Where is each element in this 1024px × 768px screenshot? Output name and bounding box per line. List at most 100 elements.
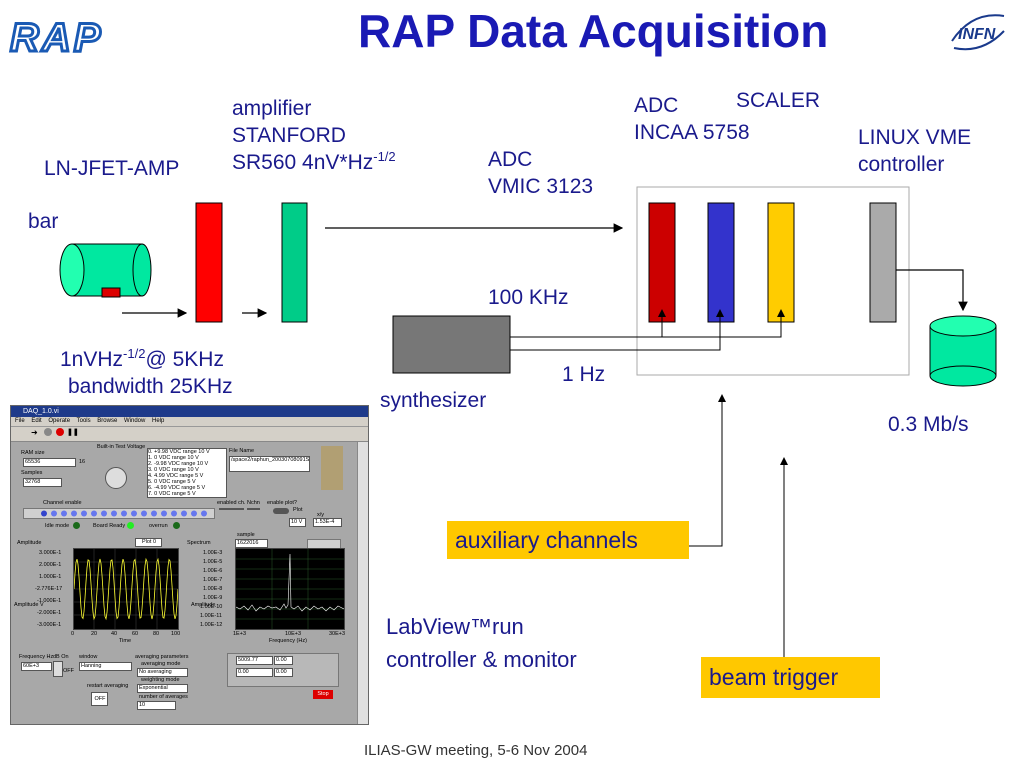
lv-menu-edit[interactable]: Edit bbox=[31, 418, 42, 424]
lv-menu-operate[interactable]: Operate bbox=[48, 418, 71, 424]
amplifier-label-line2: STANFORD bbox=[232, 124, 346, 147]
spec-ytick: 1.00E-6 bbox=[203, 568, 223, 574]
channel-led bbox=[201, 510, 207, 517]
db-off-label: OFF bbox=[63, 668, 74, 674]
cursor-x-field[interactable]: 5009.77 bbox=[236, 656, 273, 665]
lv-menu-tools[interactable]: Tools bbox=[76, 418, 91, 424]
bar-label: bar bbox=[28, 210, 59, 233]
channel-led bbox=[71, 510, 77, 517]
labview-label-line2: controller & monitor bbox=[386, 647, 577, 672]
spectrum-plot bbox=[235, 548, 345, 630]
abort-icon[interactable] bbox=[56, 428, 64, 436]
cursor2-x-field[interactable]: 0.00 bbox=[236, 668, 273, 677]
adc-vmic-label: ADC VMIC 3123 bbox=[488, 146, 593, 200]
frequency-field[interactable]: 60E+3 bbox=[21, 662, 52, 671]
plot-toggle-label: Plot bbox=[293, 507, 303, 513]
amp-ytick: -2.776E-17 bbox=[35, 586, 63, 592]
avg-mode-label: averaging mode bbox=[141, 661, 181, 667]
bar-cylinder bbox=[59, 243, 152, 298]
channel-led bbox=[91, 510, 97, 517]
spec-xtick: 10E+3 bbox=[285, 631, 302, 637]
amplitude-plot bbox=[73, 548, 179, 630]
labview-label: LabView™run controller & monitor bbox=[386, 610, 577, 676]
noise-label-line2: bandwidth 25KHz bbox=[68, 375, 233, 398]
weighting-select[interactable]: Exponential bbox=[137, 684, 188, 693]
adc-incaa-label: ADC INCAA 5758 bbox=[634, 92, 750, 146]
db-toggle[interactable] bbox=[53, 661, 63, 677]
ram-size-field[interactable]: 65536 bbox=[23, 458, 76, 467]
spec-ytick: 1.00E-5 bbox=[203, 559, 223, 565]
adc-incaa-block bbox=[707, 202, 735, 323]
weighting-label: weighting mode bbox=[141, 677, 180, 683]
run-continuous-icon[interactable] bbox=[44, 428, 52, 436]
amp-ytick: -1.000E-1 bbox=[37, 598, 62, 604]
labview-menubar: File Edit Operate Tools Browse Window He… bbox=[11, 417, 368, 427]
nchn-field[interactable] bbox=[247, 508, 260, 510]
lv-menu-help[interactable]: Help bbox=[152, 418, 165, 424]
xy-field[interactable]: 1.53E-4 bbox=[313, 518, 342, 527]
spec-xtick: 30E+3 bbox=[329, 631, 346, 637]
avg-mode-select[interactable]: No averaging bbox=[137, 668, 188, 677]
stop-button[interactable]: Stop bbox=[313, 690, 333, 699]
spectrum-trace bbox=[235, 553, 345, 612]
samples-field[interactable]: 32768 bbox=[23, 478, 62, 487]
voltage-range-list[interactable]: 0. +9.98 VDC range 10 V 1. 0 VDC range 1… bbox=[147, 448, 227, 498]
cursor-y-field[interactable]: 0.00 bbox=[274, 656, 293, 665]
cursor2-y-field[interactable]: 0.00 bbox=[274, 668, 293, 677]
infn-logo-text: INFN bbox=[958, 26, 996, 43]
run-arrow-icon[interactable]: ➜ bbox=[31, 428, 38, 437]
linux-vme-label-line1: LINUX VME bbox=[858, 126, 972, 149]
amp-xtick: 60 bbox=[132, 631, 139, 637]
range-item-7: 7. 0 VDC range 5 V bbox=[148, 491, 196, 497]
adc-vmic-block bbox=[648, 202, 676, 323]
scaler-label: SCALER bbox=[736, 89, 821, 112]
labview-scrollbar[interactable] bbox=[357, 442, 368, 724]
spectrum-graph-title: Spectrum bbox=[187, 540, 211, 546]
channel-led bbox=[51, 510, 57, 517]
jfet-amp-block bbox=[195, 202, 223, 323]
amp-xtick: 40 bbox=[111, 631, 118, 637]
restart-avg-button[interactable]: OFF bbox=[91, 692, 108, 706]
channel-enable-leds[interactable] bbox=[23, 508, 215, 519]
enable-plot-label: enable plot? bbox=[267, 500, 297, 506]
file-name-field[interactable]: /space2/raphun_20030708091S bbox=[229, 456, 310, 472]
lv-menu-window[interactable]: Window bbox=[123, 418, 146, 424]
window-select[interactable]: Hanning bbox=[79, 662, 132, 671]
frequency-label: Frequency Hz bbox=[19, 654, 54, 660]
spec-ytick: 1.00E-8 bbox=[203, 586, 223, 592]
scaler-block bbox=[767, 202, 795, 323]
page-title: RAP Data Acquisition bbox=[358, 5, 829, 57]
labview-mascot-image bbox=[321, 446, 343, 490]
num-avg-field[interactable]: 10 bbox=[137, 701, 176, 710]
lv-menu-browse[interactable]: Browse bbox=[97, 418, 118, 424]
channel-led bbox=[161, 510, 167, 517]
channel-led bbox=[101, 510, 107, 517]
enabled-ch-field[interactable] bbox=[219, 508, 244, 510]
lv-menu-file[interactable]: File bbox=[15, 418, 25, 424]
infn-logo: INFN bbox=[942, 6, 1012, 61]
enable-plot-toggle[interactable] bbox=[273, 508, 289, 514]
samples-label: Samples bbox=[21, 470, 43, 476]
channel-led bbox=[61, 510, 67, 517]
channel-led bbox=[151, 510, 157, 517]
test-voltage-knob[interactable] bbox=[105, 467, 127, 489]
channel-led bbox=[181, 510, 187, 517]
linux-vme-label-line2: controller bbox=[858, 153, 945, 176]
amplitude-graph-title: Amplitude bbox=[17, 540, 42, 546]
spec-ytick: 1.00E-12 bbox=[200, 622, 223, 628]
channel-led bbox=[121, 510, 127, 517]
ln-jfet-label: LN-JFET-AMP bbox=[44, 157, 180, 180]
amp-ytick: 1.000E-1 bbox=[39, 574, 62, 580]
ram-unit: 16 bbox=[79, 459, 86, 465]
channel-enable-label: Channel enable bbox=[43, 500, 82, 506]
channel-led bbox=[131, 510, 137, 517]
beam-trigger-callout: beam trigger bbox=[701, 657, 880, 698]
range-10v-field[interactable]: 10 V bbox=[289, 518, 306, 527]
pause-icon[interactable]: ❚❚ bbox=[67, 429, 79, 436]
amp-ytick: -3.000E-1 bbox=[37, 622, 62, 628]
sine-trace bbox=[73, 557, 179, 621]
linux-vme-label: LINUX VME controller bbox=[858, 124, 971, 178]
spec-ytick: 1.00E-11 bbox=[200, 613, 222, 619]
test-voltage-label: Built-in Test Voltage bbox=[97, 444, 146, 450]
idle-mode-label: Idle mode bbox=[45, 523, 70, 529]
